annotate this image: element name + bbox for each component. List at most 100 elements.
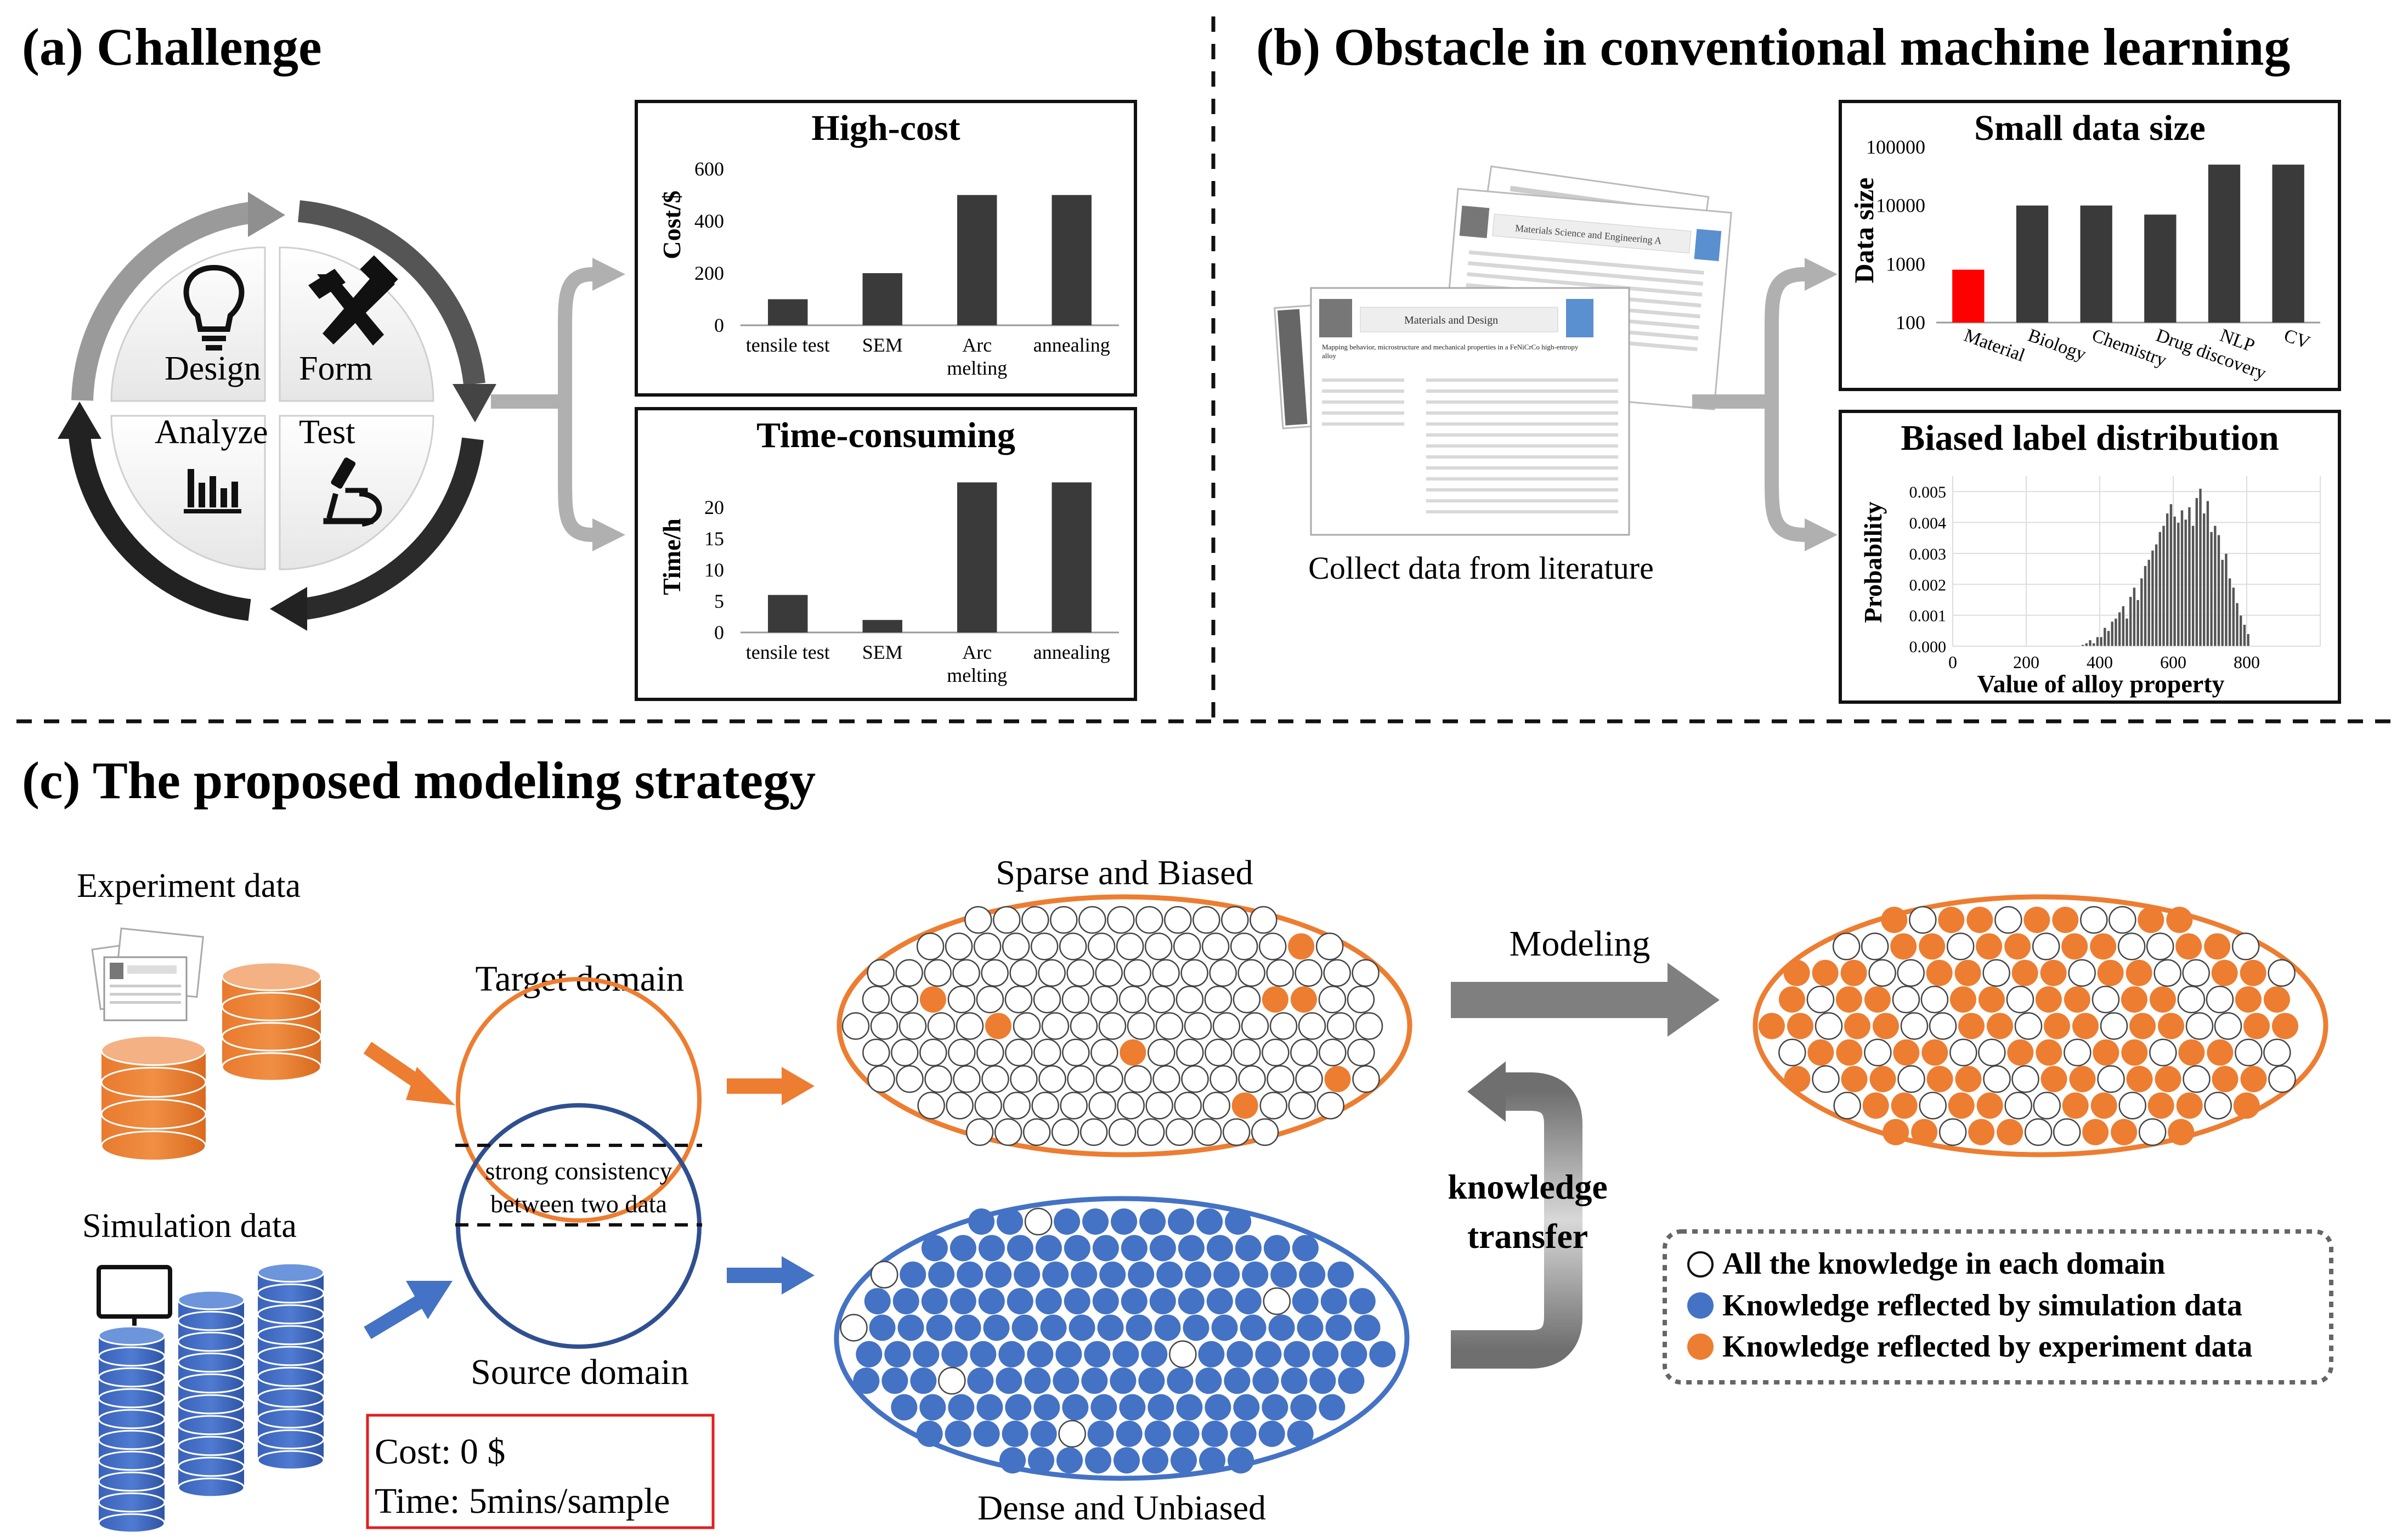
cylinder-band: [257, 1346, 325, 1366]
knowledge-dot: [1833, 1092, 1861, 1120]
histogram-bar: [2184, 519, 2187, 647]
legend-text-experiment: Knowledge reflected by experiment data: [1722, 1330, 2252, 1364]
knowledge-dot: [1320, 1288, 1347, 1315]
knowledge-dot: [1298, 1012, 1326, 1040]
knowledge-dot: [2052, 907, 2079, 933]
histogram-bar: [2158, 532, 2162, 647]
knowledge-dot: [1892, 985, 1920, 1014]
bar: [768, 299, 808, 325]
knowledge-dot: [2240, 1066, 2267, 1093]
knowledge-dot: [1095, 1065, 1123, 1093]
cylinder-band: [98, 1471, 166, 1492]
histogram-bar: [2220, 559, 2224, 647]
knowledge-dot: [2069, 1066, 2096, 1093]
knowledge-dot: [1038, 1065, 1066, 1093]
knowledge-dot: [1027, 1341, 1054, 1368]
x-tick-label: tensile test: [746, 334, 830, 356]
knowledge-dot: [973, 1420, 1000, 1447]
knowledge-dot: [1982, 959, 2010, 987]
knowledge-dot: [1071, 1261, 1098, 1288]
knowledge-dot: [954, 1314, 981, 1341]
knowledge-dot: [2121, 1039, 2148, 1066]
knowledge-dot: [1124, 1065, 1152, 1093]
knowledge-dot: [1064, 1235, 1090, 1262]
knowledge-dot: [1237, 959, 1265, 987]
cylinder-band: [98, 1429, 166, 1450]
knowledge-dot: [1287, 1420, 1314, 1447]
cylinder-top: [257, 1262, 325, 1283]
knowledge-dot: [1835, 986, 1862, 1013]
knowledge-dot: [2126, 1066, 2153, 1093]
knowledge-dot: [916, 1420, 943, 1447]
knowledge-dot: [1266, 959, 1294, 987]
knowledge-dot: [1198, 1341, 1225, 1368]
experiment-data-label: Experiment data: [77, 867, 301, 905]
knowledge-dot: [1128, 1261, 1155, 1288]
target-to-sparse-arrow: [727, 1067, 815, 1105]
y-tick-label: 0: [714, 621, 724, 643]
size-chart-title: Small data size: [1974, 108, 2206, 148]
knowledge-dot: [927, 1012, 956, 1040]
y-tick-label: 20: [704, 496, 724, 518]
knowledge-dot: [1081, 1368, 1108, 1394]
dist-chart-xlabel: Value of alloy property: [1977, 670, 2224, 698]
knowledge-dot: [1199, 1447, 1226, 1474]
knowledge-dot: [1095, 959, 1123, 987]
knowledge-dot: [1240, 1314, 1267, 1341]
knowledge-dot: [2178, 1039, 2205, 1066]
knowledge-dot: [1118, 985, 1147, 1014]
sparse-biased-label: Sparse and Biased: [996, 853, 1253, 892]
x-tick-label: 0: [1948, 652, 1957, 672]
x-tick-label: melting: [947, 664, 1007, 686]
histogram-bar: [2118, 612, 2122, 647]
knowledge-dot: [1929, 1012, 1957, 1040]
bar: [2144, 214, 2177, 323]
knowledge-dot: [1209, 1065, 1237, 1093]
knowledge-dot: [1055, 1341, 1082, 1368]
knowledge-dot: [965, 1118, 994, 1146]
x-tick-label: 200: [2013, 652, 2039, 672]
cylinder-top: [98, 1325, 166, 1346]
experiment-databases: [100, 962, 322, 1162]
knowledge-dot: [1069, 1314, 1095, 1341]
knowledge-dot: [1832, 933, 1861, 960]
knowledge-dot: [1235, 1288, 1262, 1315]
histogram-bar: [2151, 550, 2155, 647]
x-tick-label: annealing: [1033, 334, 1110, 356]
knowledge-dot: [1241, 1012, 1269, 1040]
knowledge-dot: [1259, 1092, 1287, 1120]
knowledge-dot: [1778, 986, 1805, 1013]
knowledge-dot: [2138, 907, 2164, 933]
knowledge-dot: [2206, 985, 2234, 1014]
knowledge-dot: [1152, 1065, 1180, 1093]
knowledge-dot: [1084, 1341, 1111, 1368]
panel-b-branch-arrow: [1692, 258, 1838, 551]
bar: [1052, 195, 1092, 325]
knowledge-dot: [2118, 1092, 2146, 1120]
knowledge-dot: [1255, 1341, 1282, 1368]
knowledge-dot: [1341, 1341, 1367, 1368]
cost-time-box: [366, 1414, 715, 1529]
knowledge-dot: [996, 1368, 1022, 1394]
knowledge-dot: [1141, 1341, 1168, 1368]
knowledge-dot: [1062, 1038, 1090, 1067]
knowledge-dot: [1270, 1261, 1297, 1288]
x-tick-label: 400: [2087, 652, 2113, 672]
y-tick-label: 5: [714, 590, 724, 612]
knowledge-dot: [1318, 985, 1347, 1014]
knowledge-dot: [1092, 1235, 1119, 1262]
knowledge-dot: [1058, 1420, 1086, 1448]
dense-knowledge-dots: [840, 1207, 1396, 1474]
knowledge-dot: [2053, 1118, 2081, 1146]
knowledge-dot: [1003, 1092, 1031, 1120]
cylinder-band: [257, 1408, 325, 1429]
histogram-bar: [2147, 559, 2151, 647]
knowledge-dot: [884, 1341, 911, 1368]
knowledge-dot: [1209, 959, 1237, 987]
knowledge-dot: [973, 933, 1002, 960]
knowledge-dot: [1070, 1012, 1098, 1040]
bar: [1952, 269, 1985, 323]
knowledge-dot: [1067, 1065, 1095, 1093]
knowledge-dot: [1152, 959, 1180, 987]
data-size-chart: Small data size Data size 10010001000010…: [1839, 100, 2341, 391]
